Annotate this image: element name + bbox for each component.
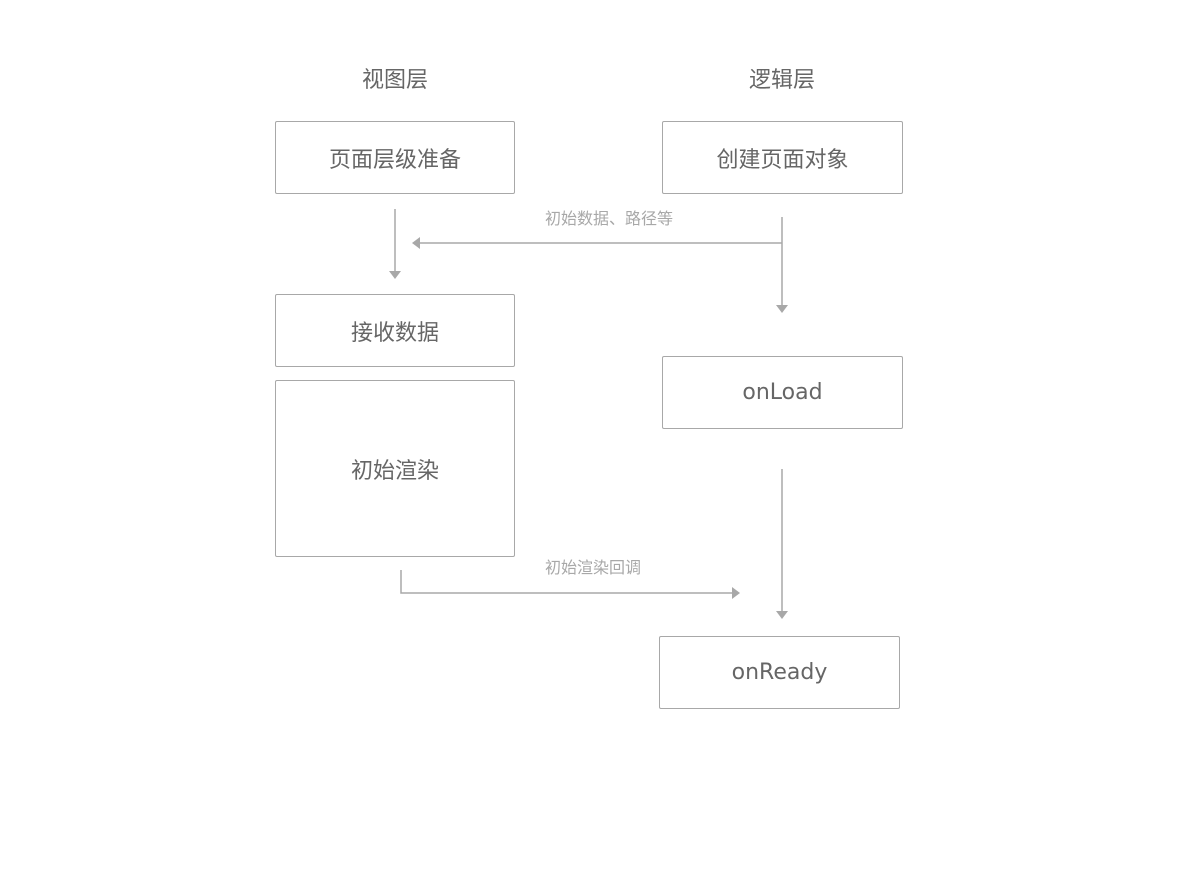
edge-label-initial-data-path: 初始数据、路径等 (545, 209, 674, 228)
node-on-load: onLoad (662, 356, 903, 429)
logic-layer-title: 逻辑层 (748, 68, 815, 93)
arrowhead-down-icon (776, 611, 788, 619)
node-label: 接收数据 (350, 320, 439, 346)
node-label: onReady (731, 660, 828, 685)
node-create-page-object: 创建页面对象 (662, 121, 903, 194)
arrowhead-right-icon (732, 587, 740, 599)
node-label: onLoad (742, 380, 823, 405)
view-layer-title: 视图层 (361, 68, 428, 93)
node-page-level-prepare: 页面层级准备 (275, 121, 515, 194)
node-on-ready: onReady (659, 636, 900, 709)
arrowhead-down-icon (389, 271, 401, 279)
node-label: 初始渲染 (350, 458, 439, 484)
node-receive-data: 接收数据 (275, 294, 515, 367)
node-label: 创建页面对象 (716, 147, 849, 173)
node-initial-render: 初始渲染 (275, 380, 515, 557)
arrowhead-left-icon (412, 237, 420, 249)
edge-label-initial-render-callback: 初始渲染回调 (545, 558, 642, 577)
arrowhead-down-icon (776, 305, 788, 313)
node-label: 页面层级准备 (328, 147, 461, 173)
